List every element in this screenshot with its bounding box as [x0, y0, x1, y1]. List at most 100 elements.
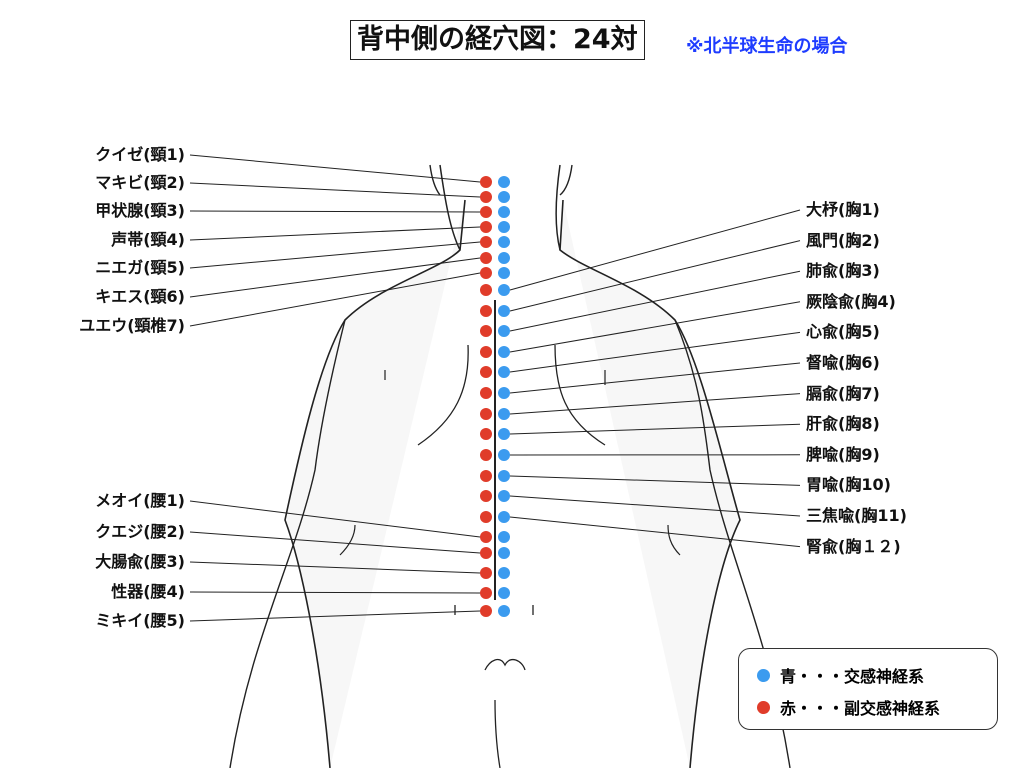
legend-blue-label: 青・・・交感神経系: [780, 667, 925, 686]
red-acupoint-dot: [480, 511, 492, 523]
acupoint-label: 性器(腰4): [111, 582, 185, 601]
acupoint-label: 胃喩(胸10): [806, 475, 891, 495]
red-acupoint-dot: [480, 325, 492, 337]
red-acupoint-dot: [480, 191, 492, 203]
acupoint-label: 三焦喩(胸11): [806, 506, 907, 525]
red-acupoint-dot: [480, 366, 492, 378]
acupoint-label: 甲状腺(頸3): [95, 201, 185, 220]
acupoint-label: ミキイ(腰5): [95, 611, 185, 630]
page-title: 背中側の経穴図：24対: [350, 20, 645, 60]
blue-acupoint-dot: [498, 587, 510, 599]
leader-line: [509, 423, 801, 435]
red-acupoint-dot: [480, 531, 492, 543]
red-acupoint-dot: [480, 206, 492, 218]
acupoint-label: 督喩(胸6): [806, 353, 880, 372]
acupoint-label: マキビ(頸2): [95, 173, 185, 192]
leader-line: [509, 516, 801, 548]
acupoint-label: クエジ(腰2): [95, 522, 185, 541]
acupoint-dots: [480, 176, 510, 617]
blue-acupoint-dot: [498, 191, 510, 203]
legend-item-red: 赤・・・副交感神経系: [757, 695, 940, 719]
red-acupoint-dot: [480, 408, 492, 420]
red-dot-icon: [757, 700, 770, 714]
acupoint-label: 大腸兪(腰3): [95, 552, 185, 571]
blue-acupoint-dot: [498, 325, 510, 337]
leader-line: [509, 393, 801, 415]
acupoint-label: 心兪(胸5): [806, 322, 880, 342]
acupoint-label: クイゼ(頸1): [95, 145, 185, 164]
legend-item-blue: 青・・・交感神経系: [757, 663, 924, 687]
blue-acupoint-dot: [498, 366, 510, 378]
leader-line: [509, 362, 801, 394]
blue-acupoint-dot: [498, 221, 510, 233]
blue-dot-icon: [757, 668, 770, 682]
leader-lines: [189, 154, 801, 622]
blue-acupoint-dot: [498, 511, 510, 523]
leader-line: [509, 301, 801, 353]
blue-acupoint-dot: [498, 470, 510, 482]
red-acupoint-dot: [480, 284, 492, 296]
blue-acupoint-dot: [498, 206, 510, 218]
red-acupoint-dot: [480, 267, 492, 279]
blue-acupoint-dot: [498, 236, 510, 248]
legend-red-label: 赤・・・副交感神経系: [780, 699, 941, 718]
blue-acupoint-dot: [498, 547, 510, 559]
blue-acupoint-dot: [498, 605, 510, 617]
leader-line: [509, 270, 801, 332]
blue-acupoint-dot: [498, 428, 510, 440]
blue-acupoint-dot: [498, 346, 510, 358]
acupoint-label: ニエガ(頸5): [95, 258, 185, 277]
red-acupoint-dot: [480, 567, 492, 579]
acupoint-label: 腎兪(胸１２): [806, 536, 901, 556]
leader-line: [189, 561, 481, 574]
leader-line: [189, 500, 481, 538]
red-acupoint-dot: [480, 547, 492, 559]
leader-line: [509, 475, 801, 486]
red-acupoint-dot: [480, 605, 492, 617]
leader-line: [189, 591, 481, 594]
leader-line: [189, 531, 481, 554]
leader-line: [189, 210, 481, 213]
leader-line: [189, 154, 481, 183]
acupoint-label: キエス(頸6): [95, 287, 185, 306]
acupoint-label: 大杼(胸1): [806, 200, 880, 219]
red-acupoint-dot: [480, 387, 492, 399]
red-acupoint-dot: [480, 490, 492, 502]
leader-line: [189, 610, 481, 622]
leader-line: [189, 257, 481, 298]
blue-acupoint-dot: [498, 490, 510, 502]
red-acupoint-dot: [480, 428, 492, 440]
blue-acupoint-dot: [498, 531, 510, 543]
leader-line: [189, 272, 481, 327]
leader-line: [509, 495, 801, 517]
red-acupoint-dot: [480, 470, 492, 482]
blue-acupoint-dot: [498, 567, 510, 579]
leader-line: [189, 241, 481, 269]
leader-line: [189, 182, 481, 198]
blue-acupoint-dot: [498, 305, 510, 317]
red-acupoint-dot: [480, 221, 492, 233]
acupoint-label: 肝兪(胸8): [806, 414, 880, 434]
blue-acupoint-dot: [498, 387, 510, 399]
blue-acupoint-dot: [498, 449, 510, 461]
red-acupoint-dot: [480, 236, 492, 248]
hemisphere-note: ※北半球生命の場合: [686, 36, 848, 57]
legend: 青・・・交感神経系 赤・・・副交感神経系: [738, 648, 998, 730]
acupoint-label: 声帯(頸4): [111, 230, 185, 249]
acupoint-label: メオイ(腰1): [95, 491, 185, 510]
red-acupoint-dot: [480, 305, 492, 317]
acupoint-label: 風門(胸2): [806, 230, 880, 250]
leader-line: [189, 226, 481, 241]
acupoint-label: 厥陰兪(胸4): [806, 291, 896, 311]
red-acupoint-dot: [480, 176, 492, 188]
acupoint-label: 膈兪(胸7): [806, 383, 880, 403]
blue-acupoint-dot: [498, 408, 510, 420]
red-acupoint-dot: [480, 587, 492, 599]
leader-line: [509, 209, 801, 291]
blue-acupoint-dot: [498, 252, 510, 264]
blue-acupoint-dot: [498, 284, 510, 296]
leader-line: [509, 240, 801, 312]
blue-acupoint-dot: [498, 176, 510, 188]
acupoint-label: ユエウ(頸椎7): [79, 316, 185, 335]
